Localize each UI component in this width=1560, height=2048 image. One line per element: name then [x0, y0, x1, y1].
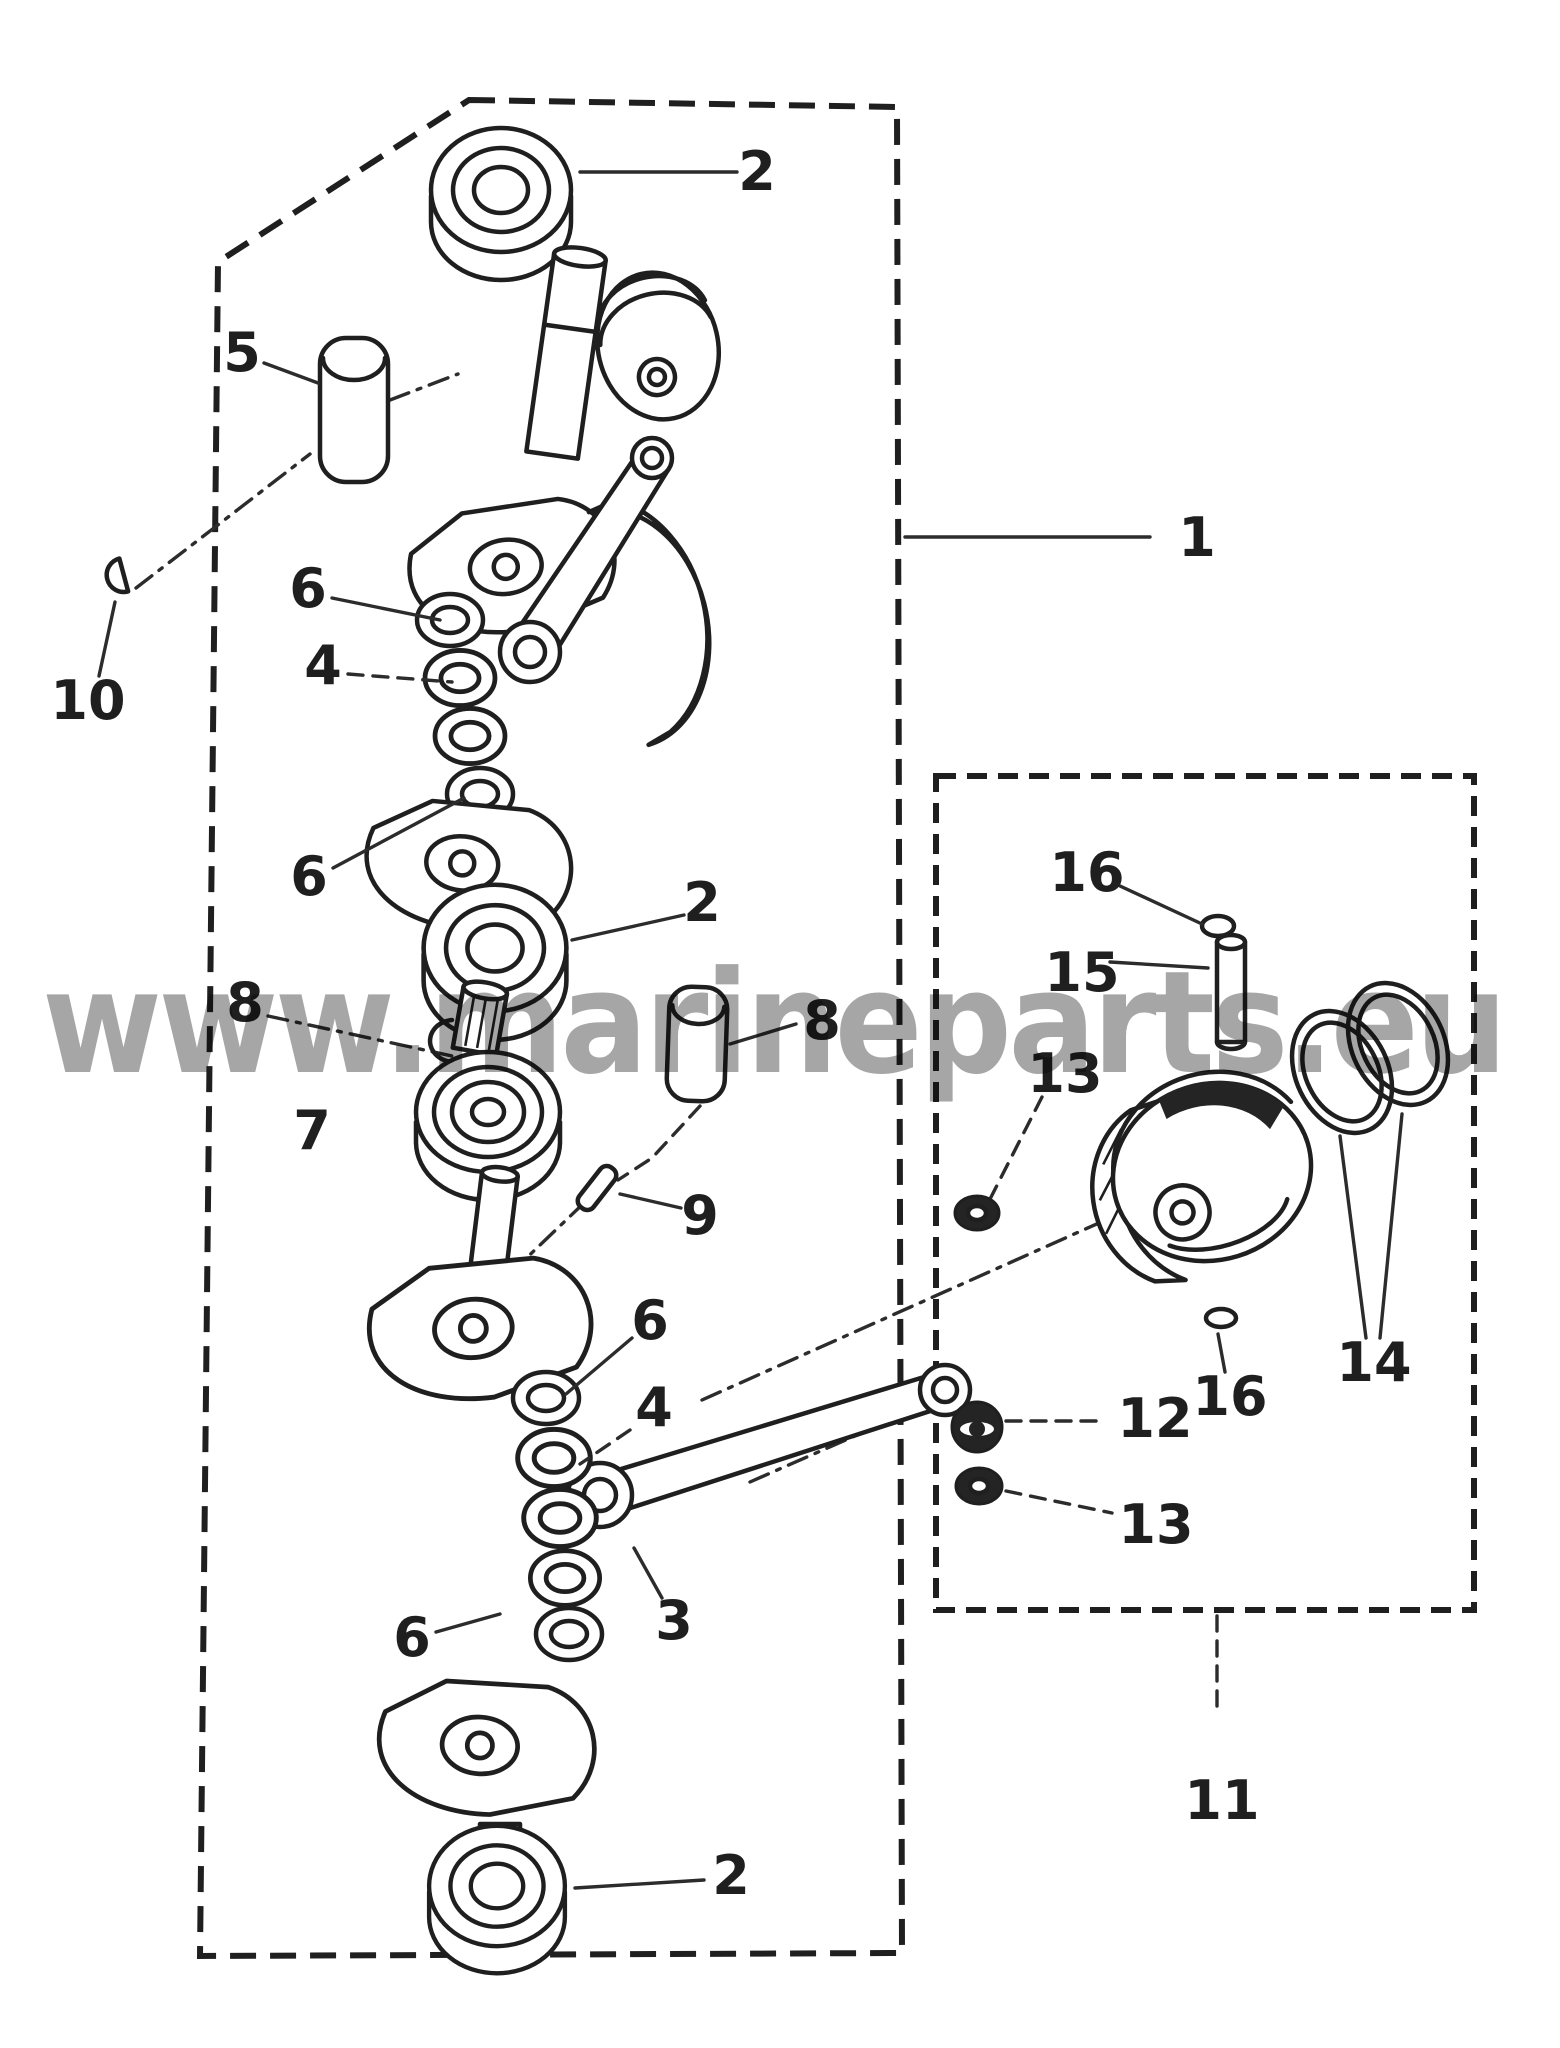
- part-callout-12: 12: [1117, 1387, 1192, 1450]
- callout-leader-lines: [97, 170, 1404, 1890]
- bottom-main-bearing: [429, 1826, 565, 1973]
- part-callout-7: 7: [293, 1099, 331, 1162]
- part-callout-4-b: 4: [635, 1376, 673, 1439]
- part-callout-16-bottom: 16: [1192, 1365, 1267, 1428]
- part-callout-1: 1: [1178, 506, 1216, 569]
- part-callout-9: 9: [681, 1184, 719, 1247]
- part-callout-2-mid: 2: [683, 871, 721, 934]
- connecting-rod-lower: [565, 1362, 973, 1530]
- part-callout-3: 3: [655, 1589, 693, 1652]
- part-callout-6-c: 6: [631, 1289, 669, 1352]
- washer-13-upper: [953, 1194, 1001, 1232]
- part-callout-11: 11: [1184, 1769, 1259, 1832]
- part-callout-13-lower: 13: [1118, 1493, 1193, 1556]
- dowel-pin-5: [317, 335, 391, 485]
- circlip-16-bottom: [1203, 1306, 1239, 1330]
- part-callout-8-left: 8: [226, 971, 264, 1034]
- piston-upper: [497, 270, 722, 748]
- part-callout-8-right: 8: [803, 989, 841, 1052]
- part-callout-14: 14: [1336, 1331, 1411, 1394]
- dowel-pin-8: [664, 984, 730, 1104]
- watermark-text: www.marineparts.eu: [42, 941, 1504, 1106]
- oil-seal-7: [413, 1049, 563, 1203]
- part-callout-10: 10: [50, 669, 125, 732]
- part-callout-6-d: 6: [393, 1606, 431, 1669]
- part-callout-16-top: 16: [1049, 841, 1124, 904]
- assembly-1-group-box: [196, 96, 906, 1960]
- part-callout-13-upper: 13: [1027, 1042, 1102, 1105]
- circlip-16-top: [1199, 913, 1237, 939]
- piston-lower: [1110, 1069, 1314, 1264]
- part-callout-6-a: 6: [289, 557, 327, 620]
- part-callout-2-top: 2: [738, 140, 776, 203]
- part-callout-5: 5: [223, 321, 261, 384]
- piston-pin-15: [1214, 932, 1248, 1052]
- crankshaft-top-journal: [524, 245, 608, 461]
- clip-10: [104, 556, 131, 595]
- crank-web-4: [374, 1676, 598, 1822]
- part-callout-4-a: 4: [304, 634, 342, 697]
- crank-pin-bearings-lower: [513, 1372, 602, 1660]
- splined-journal: [450, 979, 510, 1058]
- part-callout-2-bottom: 2: [712, 1844, 750, 1907]
- nut-12: [950, 1400, 1004, 1454]
- pin-9: [575, 1163, 619, 1213]
- part-callout-15: 15: [1044, 941, 1119, 1004]
- assembly-11-group-box: [933, 773, 1477, 1613]
- washer-13-lower: [954, 1466, 1004, 1506]
- top-main-bearing: [431, 128, 571, 280]
- part-callout-6-b: 6: [290, 845, 328, 908]
